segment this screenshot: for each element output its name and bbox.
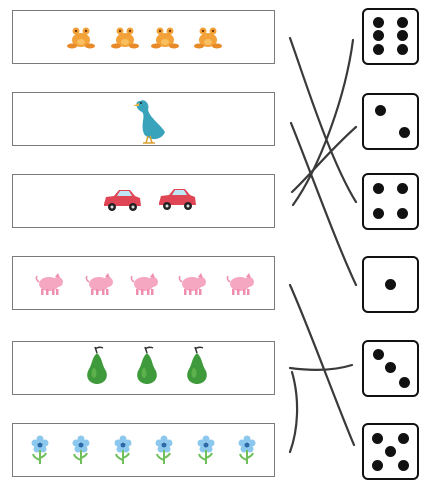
match-line-flowers (290, 372, 297, 452)
match-line-pears (290, 365, 352, 370)
match-line-two (292, 127, 356, 192)
match-line-frogs (290, 38, 356, 202)
match-line-pigs (290, 285, 354, 445)
